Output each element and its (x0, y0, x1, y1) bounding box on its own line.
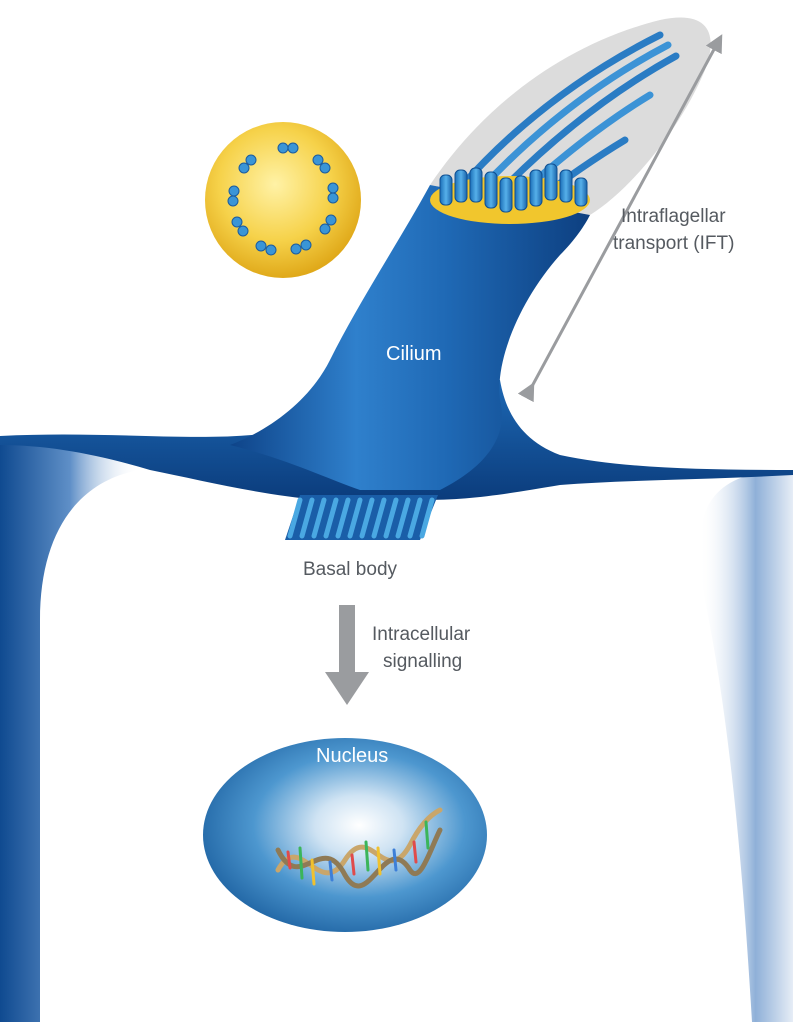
ift-arrow (517, 34, 723, 403)
signalling-arrow (325, 605, 369, 705)
basal-body-bundle (285, 495, 438, 540)
nucleus-label: Nucleus (316, 745, 388, 767)
ift-label-line2: transport (IFT) (613, 233, 734, 254)
cell-wall-right (699, 470, 793, 1022)
cell-wall-left (0, 436, 140, 1022)
nucleus (203, 738, 487, 932)
dna-helix-icon (275, 807, 443, 889)
cilium-label: Cilium (386, 343, 442, 365)
signalling-label-line2: signalling (383, 651, 462, 672)
axoneme-cross-section-icon (205, 122, 361, 278)
signalling-label-line1: Intracellular (372, 624, 471, 645)
ift-label-line1: Intraflagellar (621, 206, 726, 227)
cilium-shaft (230, 185, 590, 490)
basal-body-label: Basal body (303, 559, 398, 580)
